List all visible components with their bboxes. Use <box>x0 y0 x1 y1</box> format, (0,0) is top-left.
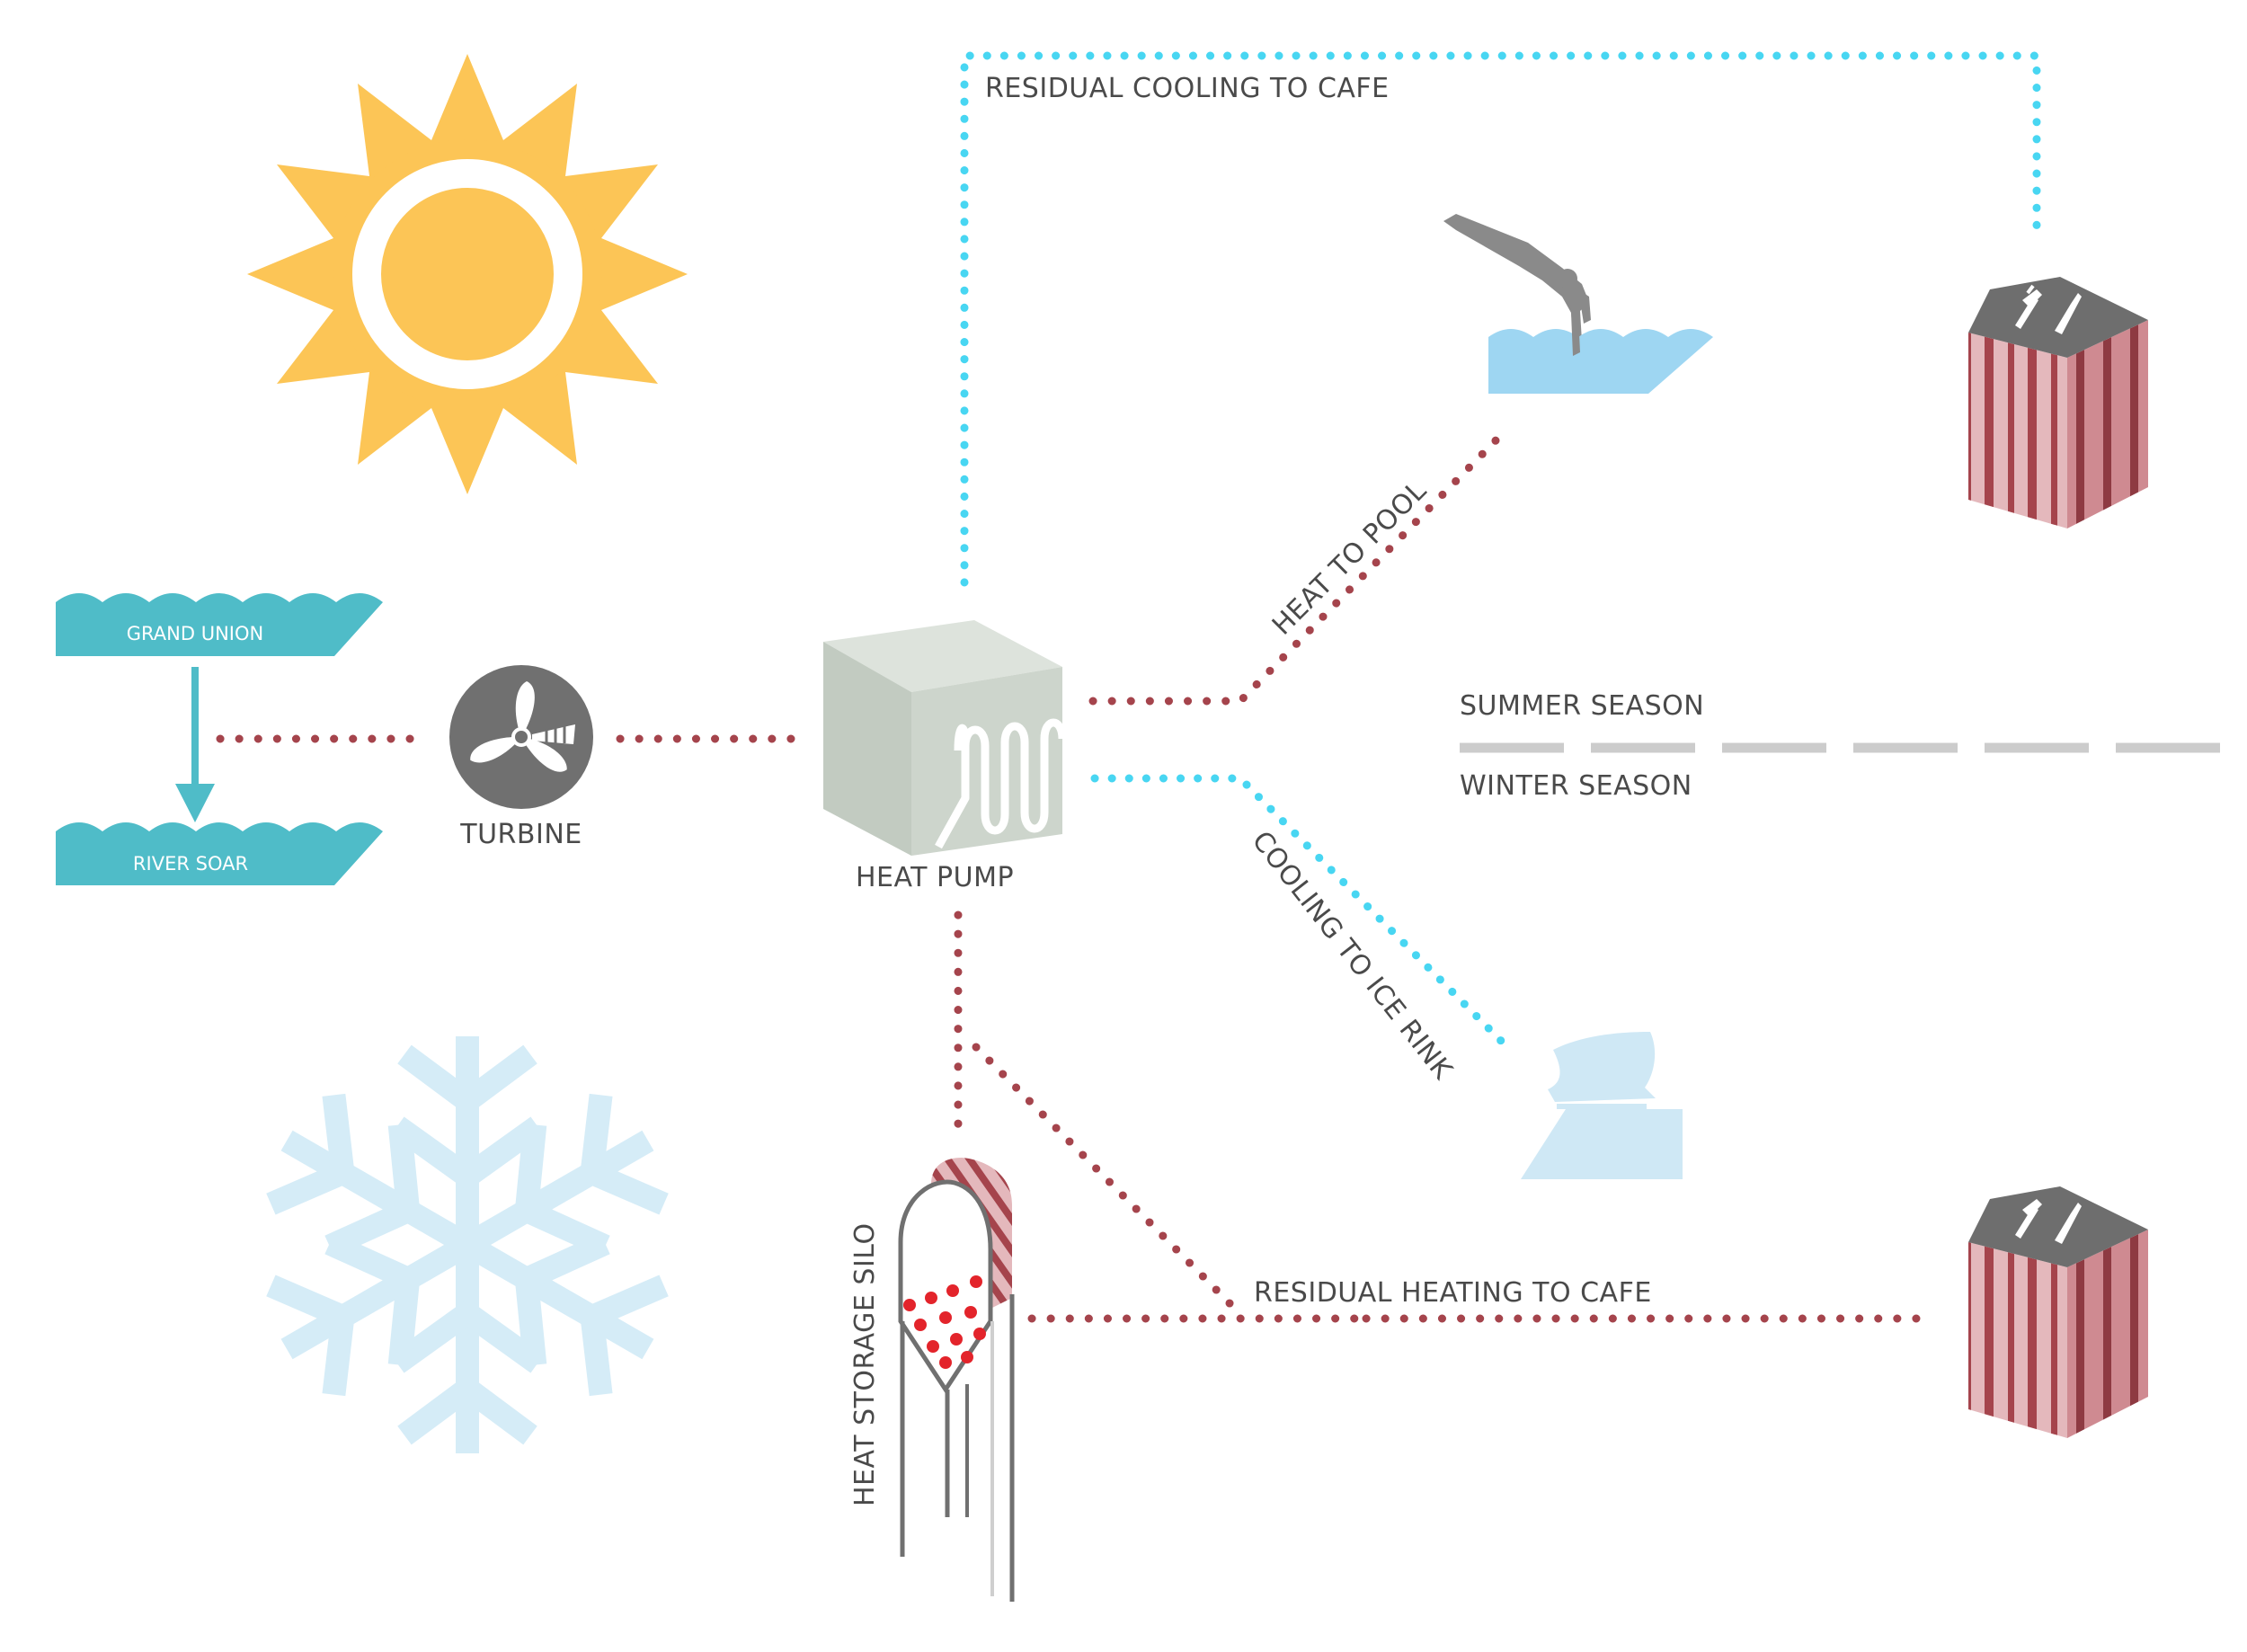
heat-to-pool-line <box>1088 429 1507 706</box>
silo-icon <box>898 1158 1015 1602</box>
heat-particles <box>903 1275 986 1369</box>
flow-lines <box>216 51 2041 1323</box>
heat-lines <box>216 429 1923 1323</box>
residual-cooling-label: RESIDUAL COOLING TO CAFE <box>985 73 1390 104</box>
cooling-to-ice-line <box>1090 774 1510 1050</box>
turbine-label: TURBINE <box>459 819 582 850</box>
heat-pump-label: HEAT PUMP <box>856 862 1014 893</box>
grand-union-label: GRAND UNION <box>127 623 263 644</box>
residual-cooling-line <box>960 51 2041 587</box>
pump-to-cafe-diagonal-line <box>972 1043 1236 1310</box>
snowflake-icon <box>266 1036 669 1453</box>
heat-to-pool-label: HEAT TO POOL <box>1266 475 1433 641</box>
winter-season-label: WINTER SEASON <box>1460 770 1692 802</box>
heat-pump-icon <box>823 620 1067 856</box>
turbine-icon <box>449 665 593 809</box>
cafe-icon <box>1968 1186 2148 1438</box>
grand-union-water: GRAND UNION <box>56 593 383 656</box>
cafe-icon <box>1968 277 2148 528</box>
flow-arrow <box>175 667 215 822</box>
summer-season-label: SUMMER SEASON <box>1460 690 1704 722</box>
cooling-lines <box>960 51 2041 1050</box>
sun-icon <box>247 54 688 494</box>
ice-skate-icon <box>1521 1032 1683 1179</box>
pool-icon <box>1488 329 1713 394</box>
river-soar-label: RIVER SOAR <box>133 853 248 875</box>
cooling-to-ice-label: COOLING TO ICE RINK <box>1246 825 1459 1086</box>
river-soar-water: RIVER SOAR <box>56 822 383 885</box>
diver-hands <box>1571 313 1580 356</box>
residual-heating-label: RESIDUAL HEATING TO CAFE <box>1254 1277 1652 1309</box>
cutlery-icon <box>2015 286 2082 334</box>
cutlery-icon <box>2015 1199 2082 1244</box>
silo-label: HEAT STORAGE SILO <box>849 1222 881 1506</box>
